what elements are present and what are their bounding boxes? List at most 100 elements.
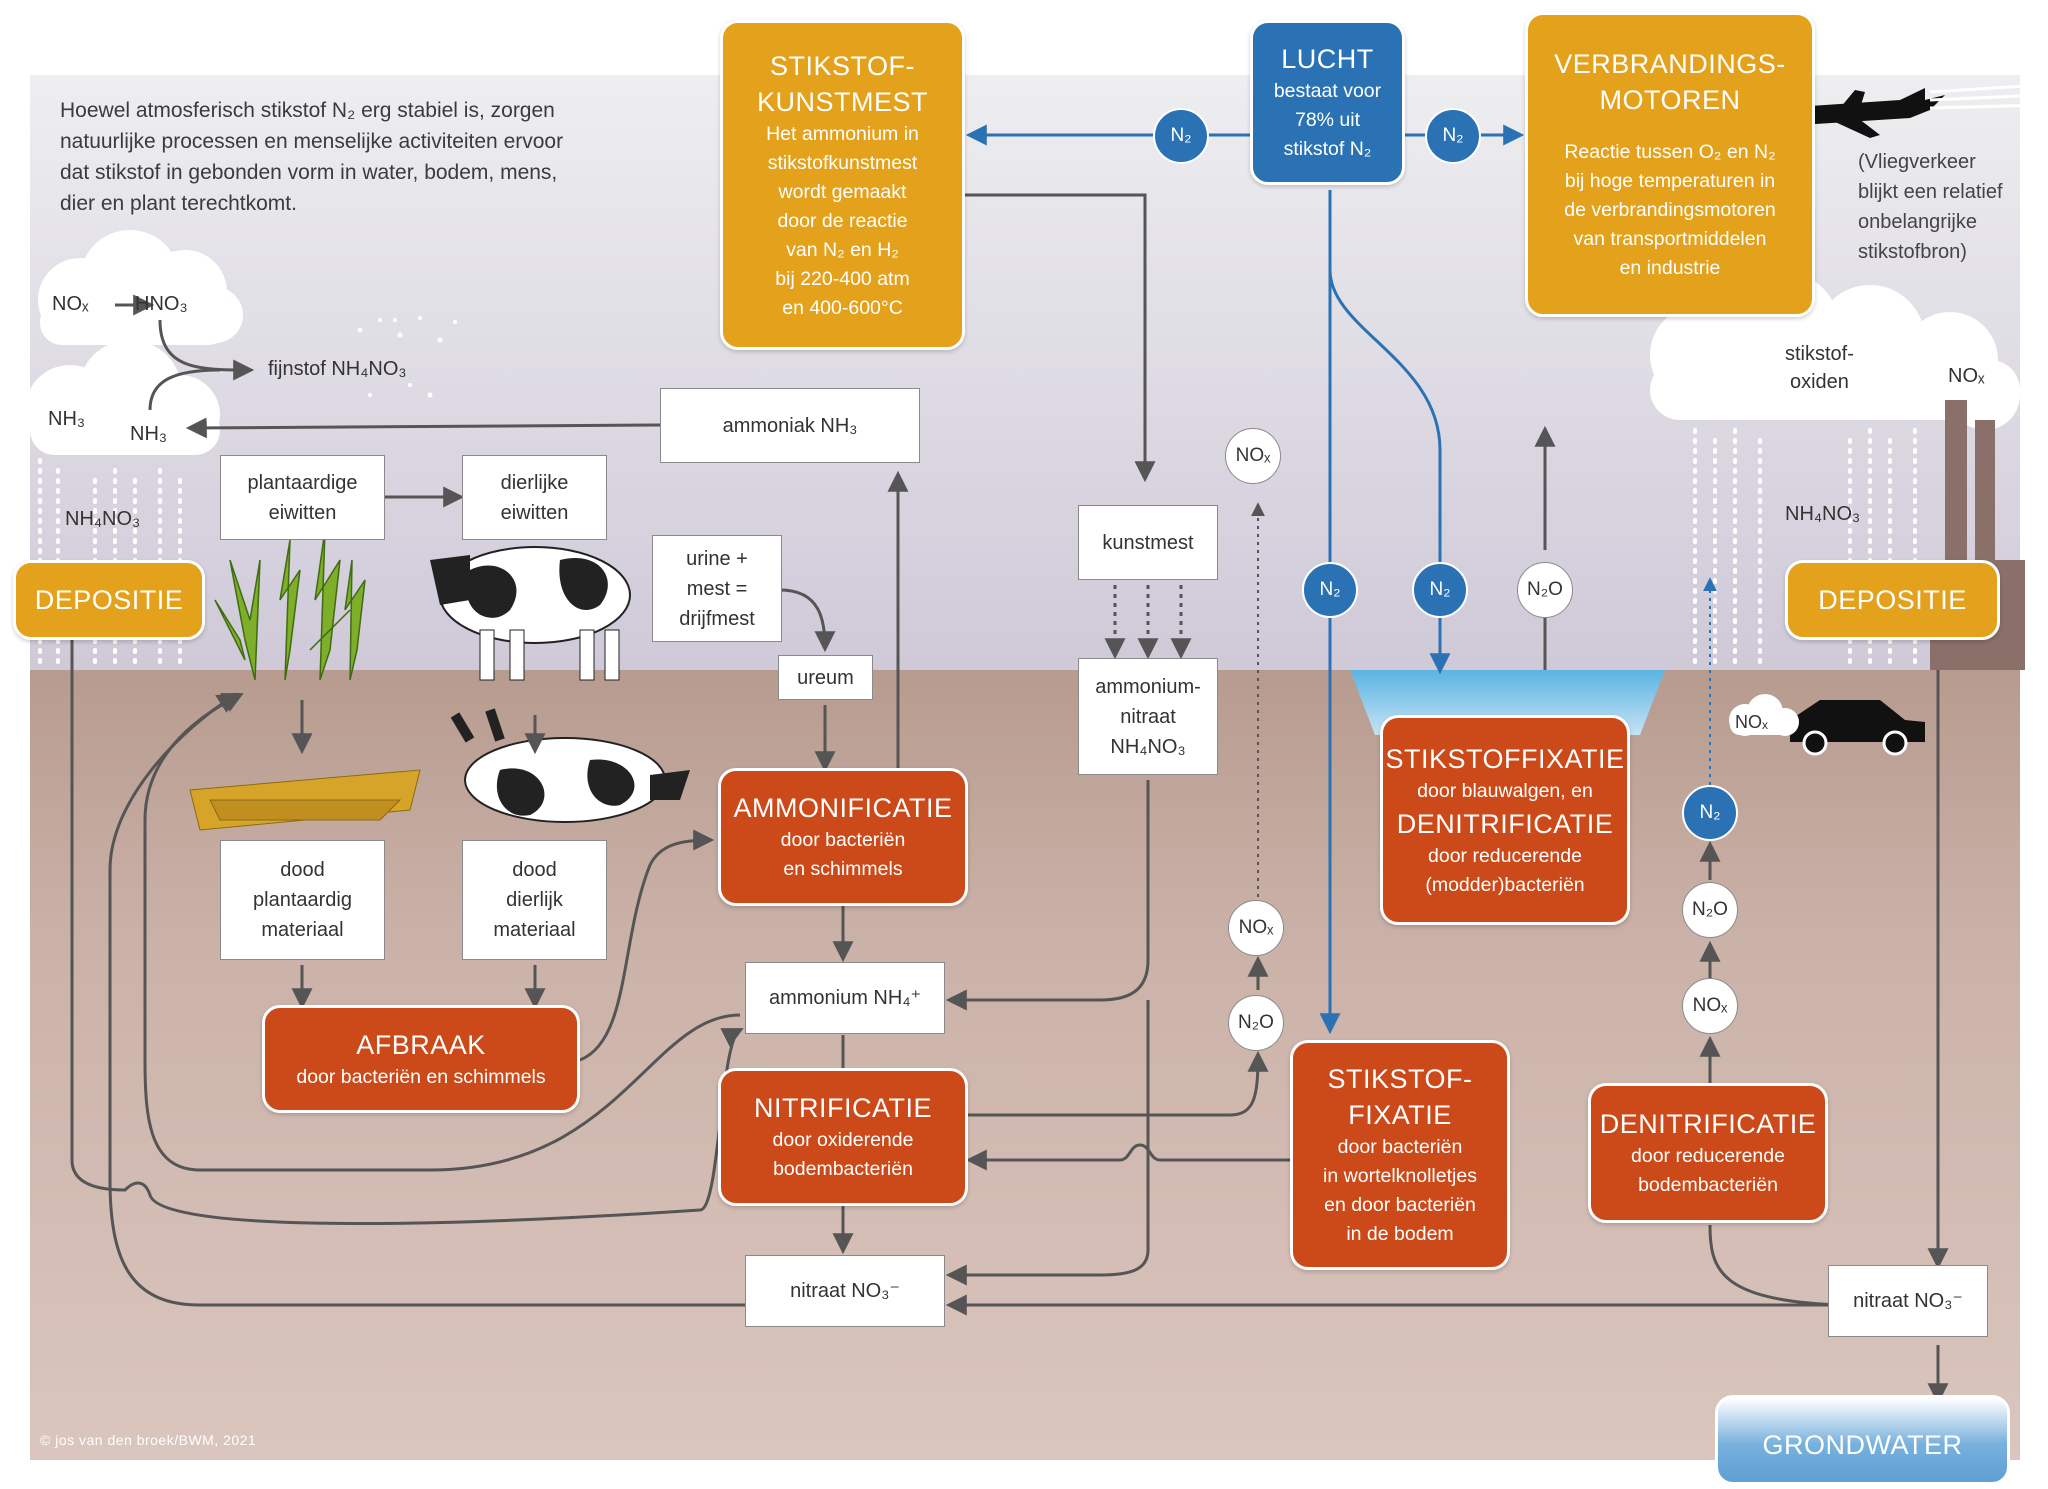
nitrificatie-box: NITRIFICATIE door oxiderende bodembacter… bbox=[718, 1068, 968, 1206]
dood-plantaardig-line-2: plantaardig bbox=[253, 889, 352, 911]
fijnstof-dots bbox=[357, 316, 457, 398]
stikstoffixatie-bodem-line-3: en door bacteriën bbox=[1324, 1194, 1476, 1216]
ureum-label: ureum bbox=[797, 666, 854, 689]
stikstofkunstmest-title-2: KUNSTMEST bbox=[756, 86, 928, 117]
kunstmest-line-4: door de reactie bbox=[777, 209, 908, 232]
arrow-nh3-fijnstof bbox=[148, 368, 221, 411]
ammoniumnitraat-box: ammonium- nitraat NH₄NO₃ bbox=[1078, 658, 1218, 775]
n2-circle-left: N₂ bbox=[1153, 108, 1209, 164]
nh4no3-label-left: NH₄NO₃ bbox=[65, 508, 141, 530]
urine-line-1: urine + bbox=[686, 547, 748, 570]
kunstmest-line-3: wordt gemaakt bbox=[778, 180, 907, 203]
kunstmest-line-5: van N₂ en H₂ bbox=[786, 238, 899, 261]
afbraak-box: AFBRAAK door bacteriën en schimmels bbox=[262, 1005, 580, 1113]
dood-dierlijk-line-3: materiaal bbox=[493, 919, 576, 941]
stikstoffixatie-bodem-line-2: in wortelknolletjes bbox=[1323, 1165, 1477, 1187]
nh3-label-cloud-a: NH₃ bbox=[48, 408, 86, 430]
lucht-line-1: bestaat voor bbox=[1273, 80, 1382, 102]
stikstoffixatie-water-title: STIKSTOFFIXATIE bbox=[1385, 743, 1625, 774]
nox-circle-top: NOₓ bbox=[1225, 428, 1281, 484]
ammonificatie-line-2: en schimmels bbox=[783, 858, 903, 880]
credit-text: © jos van den broek/BWM, 2021 bbox=[40, 1432, 257, 1448]
dead-plant-icon bbox=[189, 769, 421, 831]
arrow-ammoniak-nh3 bbox=[185, 417, 661, 439]
plantaardige-eiwitten-box: plantaardige eiwitten bbox=[220, 455, 385, 540]
motoren-line-5: en industrie bbox=[1619, 257, 1721, 279]
arrow-nitraat-denitrificatie bbox=[1708, 1224, 1839, 1307]
lucht-line-2: 78% uit bbox=[1294, 109, 1361, 131]
ammonificatie-title: AMMONIFICATIE bbox=[733, 793, 953, 823]
nitraat-right-label: nitraat NO₃⁻ bbox=[1853, 1290, 1963, 1312]
urine-mest-box: urine + mest = drijfmest bbox=[652, 535, 782, 642]
n2o-circle-denit: N₂O bbox=[1682, 882, 1738, 938]
ammonium-box: ammonium NH₄⁺ bbox=[745, 962, 945, 1034]
stikstoffixatie-bodem-box: STIKSTOF- FIXATIE door bacteriën in wort… bbox=[1290, 1040, 1510, 1270]
corn-plant-icon bbox=[214, 529, 366, 681]
denitrificatie-water-line-1: door reducerende bbox=[1428, 844, 1582, 867]
verbrandingsmotoren-box: VERBRANDINGS- MOTOREN Reactie tussen O₂ … bbox=[1525, 12, 1815, 317]
n2-circle-denit: N₂ bbox=[1682, 785, 1738, 841]
dood-dierlijk-box: dood dierlijk materiaal bbox=[462, 840, 607, 960]
stikstoffixatie-bodem-line-4: in de bodem bbox=[1346, 1223, 1454, 1245]
arrow-ammonium-plant bbox=[143, 693, 741, 1172]
denitrificatie-line-1: door reducerende bbox=[1631, 1145, 1785, 1167]
nox-circle-mid: NOₓ bbox=[1228, 900, 1284, 956]
ammonificatie-box: AMMONIFICATIE door bacteriën en schimmel… bbox=[718, 768, 968, 906]
ammoniumnitraat-line-2: nitraat bbox=[1120, 705, 1176, 728]
cloud-left-top bbox=[38, 230, 243, 345]
nox-label-cloud: NOₓ bbox=[52, 293, 89, 315]
ammoniumnitraat-line-3: NH₄NO₃ bbox=[1110, 735, 1186, 758]
cow-icon bbox=[430, 546, 631, 681]
arrow-lucht-fixatie-water bbox=[1328, 269, 1451, 675]
ammoniumnitraat-line-1: ammonium- bbox=[1095, 675, 1201, 698]
vliegverkeer-line-4: stikstofbron) bbox=[1858, 241, 1967, 263]
kunstmest-label: kunstmest bbox=[1102, 531, 1194, 554]
ammoniak-box: ammoniak NH₃ bbox=[660, 388, 920, 463]
stikstofkunstmest-title-1: STIKSTOF- bbox=[769, 50, 915, 81]
motoren-line-4: van transportmiddelen bbox=[1573, 228, 1767, 250]
stikstoffixatie-bodem-line-1: door bacteriën bbox=[1337, 1136, 1463, 1158]
n2o-circle-mid: N₂O bbox=[1228, 995, 1284, 1051]
arrow-ammoniumnitraat-nitraat bbox=[945, 1000, 1150, 1286]
n2o-circle-water: N₂O bbox=[1517, 562, 1573, 618]
car-icon bbox=[1790, 700, 1925, 756]
depositie-right-box: DEPOSITIE bbox=[1785, 560, 2000, 640]
arrow-afbraak-ammonificatie bbox=[579, 829, 715, 1062]
depositie-right-label: DEPOSITIE bbox=[1818, 585, 1967, 615]
arrow-kunstmest-fork bbox=[965, 193, 1156, 483]
hno3-label-cloud: HNO₃ bbox=[135, 293, 188, 315]
vliegverkeer-line-2: blijkt een relatief bbox=[1858, 181, 2003, 203]
stikstofoxiden-line-1: stikstof- bbox=[1785, 343, 1854, 365]
afbraak-line-1: door bacteriën en schimmels bbox=[296, 1065, 546, 1088]
plantaardige-eiwitten-line-1: plantaardige bbox=[247, 471, 358, 494]
stikstoffixatie-bodem-title-2: FIXATIE bbox=[1348, 1100, 1452, 1130]
nitraat-right-box: nitraat NO₃⁻ bbox=[1828, 1265, 1988, 1337]
plantaardige-eiwitten-line-2: eiwitten bbox=[268, 501, 337, 524]
motoren-title-2: MOTOREN bbox=[1599, 85, 1741, 115]
dood-dierlijk-line-1: dood bbox=[512, 859, 557, 881]
denitrificatie-water-title: DENITRIFICATIE bbox=[1396, 808, 1614, 839]
dood-plantaardig-line-1: dood bbox=[280, 859, 325, 881]
ammonificatie-line-1: door bacteriën bbox=[780, 829, 906, 851]
arrow-urine-ureum bbox=[779, 588, 836, 653]
denitrificatie-water-line-2: (modder)bacteriën bbox=[1425, 873, 1585, 896]
dood-plantaardig-box: dood plantaardig materiaal bbox=[220, 840, 385, 960]
grondwater-label: GRONDWATER bbox=[1762, 1430, 1963, 1460]
kunstmest-line-1: Het ammonium in bbox=[766, 122, 919, 145]
vliegverkeer-note: (Vliegverkeer blijkt een relatief onbela… bbox=[1858, 147, 2003, 267]
nitrificatie-line-2: bodembacteriën bbox=[773, 1158, 913, 1180]
intro-text: Hoewel atmosferisch stikstof N₂ erg stab… bbox=[60, 99, 564, 215]
nox-label-car: NOₓ bbox=[1735, 712, 1768, 732]
urine-line-2: mest = bbox=[686, 577, 748, 600]
stikstoffixatie-water-box: STIKSTOFFIXATIE door blauwalgen, en DENI… bbox=[1380, 715, 1630, 925]
car-exhaust-cloud bbox=[1729, 694, 1799, 736]
arrow-nitrificatie-n2o bbox=[965, 1050, 1269, 1117]
ureum-box: ureum bbox=[778, 655, 873, 700]
dood-dierlijk-line-2: dierlijk bbox=[506, 889, 563, 911]
lucht-box: LUCHT bestaat voor 78% uit stikstof N₂ bbox=[1250, 20, 1405, 185]
dood-plantaardig-line-3: materiaal bbox=[261, 919, 344, 941]
afbraak-title: AFBRAAK bbox=[356, 1029, 486, 1060]
grondwater-box: GRONDWATER bbox=[1715, 1395, 2010, 1485]
kunstmest-line-2: stikstofkunstmest bbox=[767, 151, 918, 174]
